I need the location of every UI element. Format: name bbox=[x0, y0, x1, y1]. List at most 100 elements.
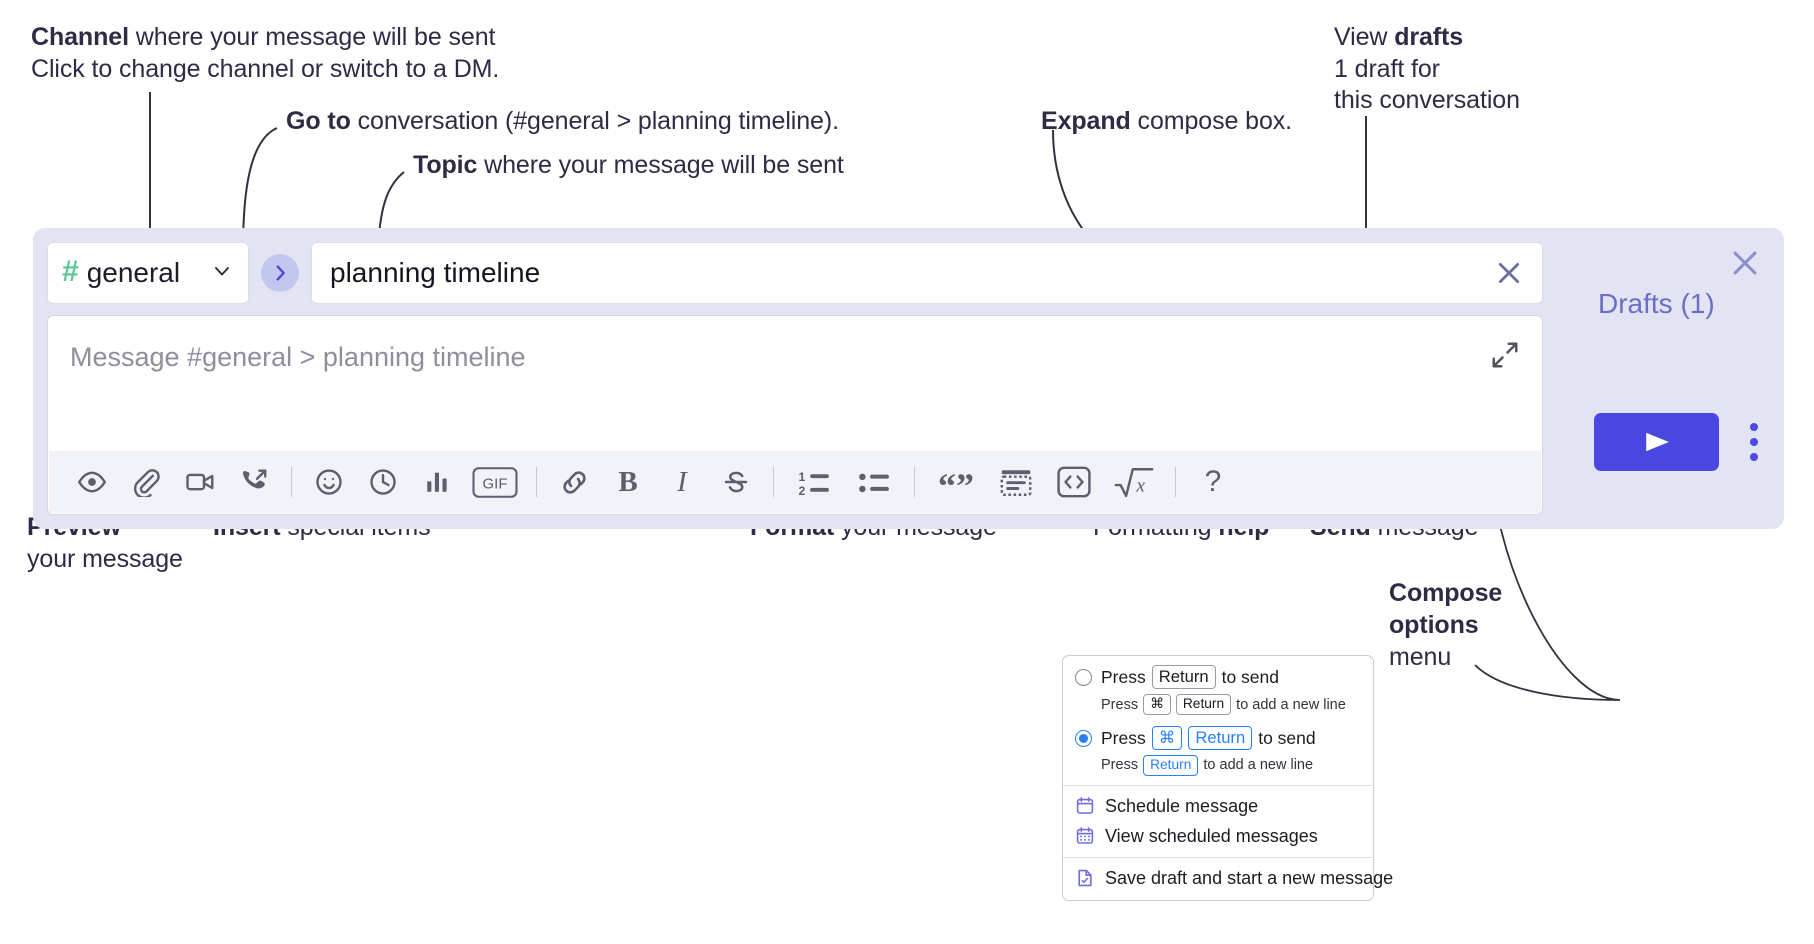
calendar-grid-icon bbox=[1076, 827, 1094, 845]
ordered-list-button[interactable]: 1 2 bbox=[784, 459, 844, 505]
kebab-dot bbox=[1750, 423, 1758, 431]
annotation-drafts-italic1: 1 draft for bbox=[1334, 55, 1440, 83]
goto-conversation-button[interactable] bbox=[261, 254, 299, 292]
key-return: Return bbox=[1143, 755, 1199, 776]
attachment-icon bbox=[133, 469, 160, 497]
attach-file-button[interactable] bbox=[119, 459, 173, 505]
link-button[interactable] bbox=[547, 459, 601, 505]
bold-button[interactable]: B bbox=[601, 459, 655, 505]
close-icon bbox=[1733, 251, 1757, 275]
inline-code-button[interactable] bbox=[1045, 459, 1103, 505]
strikethrough-button[interactable] bbox=[709, 459, 763, 505]
clear-topic-button[interactable] bbox=[1492, 256, 1526, 290]
message-placeholder: Message #general > planning timeline bbox=[70, 342, 526, 372]
option-1-main-pre: Press bbox=[1101, 666, 1146, 687]
poll-button[interactable] bbox=[410, 459, 464, 505]
italic-button[interactable]: I bbox=[655, 459, 709, 505]
annotation-drafts-sub1: 1 draft for bbox=[1334, 54, 1440, 86]
annotation-preview-sub: your message bbox=[27, 544, 183, 576]
send-shortcut-option-1[interactable]: Press Return to send Press ⌘ Return to a… bbox=[1063, 656, 1373, 724]
gif-icon: GIF bbox=[472, 466, 518, 498]
key-command: ⌘ bbox=[1143, 694, 1171, 715]
poll-icon bbox=[427, 472, 447, 492]
chevron-right-icon bbox=[276, 265, 285, 281]
annotation-compose-options-rest: menu bbox=[1389, 643, 1452, 671]
send-icon bbox=[1645, 432, 1669, 452]
link-icon bbox=[562, 470, 586, 494]
code-block-button[interactable] bbox=[987, 459, 1045, 505]
emoji-button[interactable] bbox=[302, 459, 356, 505]
annotation-drafts-lead: View bbox=[1334, 23, 1395, 51]
emoji-icon bbox=[316, 469, 342, 495]
hash-icon: # bbox=[62, 255, 79, 288]
annotation-expand-rest: compose box. bbox=[1130, 107, 1293, 135]
key-return: Return bbox=[1151, 665, 1216, 690]
send-shortcut-option-2[interactable]: Press ⌘ Return to send Press Return to a… bbox=[1063, 724, 1373, 785]
menu-item-label: Save draft and start a new message bbox=[1105, 867, 1394, 888]
strikethrough-icon bbox=[724, 471, 748, 493]
radio-button-selected[interactable] bbox=[1075, 729, 1092, 747]
audio-clip-button[interactable] bbox=[227, 459, 281, 505]
option-1-sub-pre: Press bbox=[1101, 696, 1139, 713]
annotation-channel-sub: Click to change channel or switch to a D… bbox=[31, 54, 499, 86]
menu-item-view-scheduled-messages[interactable]: View scheduled messages bbox=[1063, 824, 1373, 857]
topic-input[interactable]: planning timeline bbox=[311, 242, 1543, 304]
key-return: Return bbox=[1188, 725, 1253, 751]
compose-options-button[interactable] bbox=[1739, 414, 1769, 470]
kebab-dot bbox=[1750, 438, 1758, 446]
option-1-sub-post: to add a new line bbox=[1236, 696, 1346, 713]
menu-item-schedule-message[interactable]: Schedule message bbox=[1063, 786, 1373, 824]
annotation-drafts: View drafts bbox=[1334, 22, 1463, 54]
schedule-button[interactable] bbox=[356, 459, 410, 505]
bulleted-list-button[interactable] bbox=[844, 459, 904, 505]
menu-divider bbox=[1063, 784, 1373, 786]
formatting-help-button[interactable]: ? bbox=[1186, 459, 1240, 505]
gif-button[interactable]: GIF bbox=[464, 459, 526, 505]
toolbar-separator bbox=[773, 467, 774, 497]
option-1-main-post: to send bbox=[1221, 666, 1279, 687]
annotation-expand-bold: Expand bbox=[1041, 107, 1131, 135]
chevron-down-icon bbox=[210, 259, 234, 288]
annotation-goto-bold: Go to bbox=[286, 107, 351, 135]
toolbar-separator bbox=[536, 467, 537, 497]
kebab-dot bbox=[1750, 453, 1758, 461]
save-draft-icon bbox=[1078, 870, 1092, 887]
message-input-area[interactable]: Message #general > planning timeline bbox=[47, 315, 1543, 515]
formatting-toolbar: GIF B I bbox=[49, 451, 1541, 513]
latex-button[interactable]: x bbox=[1103, 459, 1165, 505]
audio-call-icon bbox=[243, 469, 267, 489]
annotation-topic-bold: Topic bbox=[413, 151, 478, 179]
channel-name-label: general bbox=[86, 257, 181, 288]
expand-compose-button[interactable] bbox=[1490, 340, 1524, 374]
clock-icon bbox=[370, 469, 396, 495]
menu-item-save-draft[interactable]: Save draft and start a new message bbox=[1063, 858, 1393, 900]
key-return: Return bbox=[1175, 694, 1232, 715]
svg-text:x: x bbox=[1135, 476, 1145, 497]
blockquote-button[interactable]: “” bbox=[925, 459, 987, 505]
annotation-drafts-italic2: this conversation bbox=[1334, 86, 1520, 114]
send-button[interactable] bbox=[1594, 413, 1719, 471]
compose-options-menu: Press Return to send Press ⌘ Return to a… bbox=[1062, 655, 1393, 901]
svg-text:1: 1 bbox=[799, 470, 806, 484]
preview-icon bbox=[77, 471, 107, 493]
annotation-drafts-sub2: this conversation bbox=[1334, 85, 1520, 117]
option-2-sub-post: to add a new line bbox=[1203, 757, 1314, 774]
inline-code-icon bbox=[1057, 466, 1091, 498]
option-2-main-pre: Press bbox=[1101, 727, 1146, 748]
key-command: ⌘ bbox=[1151, 725, 1183, 751]
radio-button[interactable] bbox=[1075, 668, 1092, 686]
option-2-main-post: to send bbox=[1258, 727, 1316, 748]
annotation-channel-bold: Channel bbox=[31, 23, 129, 51]
topic-value: planning timeline bbox=[330, 257, 541, 288]
annotation-goto: Go to conversation (#general > planning … bbox=[286, 106, 839, 138]
drafts-link[interactable]: Drafts (1) bbox=[1598, 288, 1715, 319]
annotation-expand: Expand compose box. bbox=[1041, 106, 1292, 138]
annotation-drafts-bold: drafts bbox=[1394, 23, 1464, 51]
video-clip-button[interactable] bbox=[173, 459, 227, 505]
preview-button[interactable] bbox=[65, 459, 119, 505]
menu-item-label: Schedule message bbox=[1105, 795, 1259, 816]
annotation-compose-options-2: options bbox=[1389, 610, 1479, 642]
close-compose-button[interactable] bbox=[1728, 246, 1762, 280]
channel-selector[interactable]: # general bbox=[47, 242, 249, 304]
annotation-topic-rest: where your message will be sent bbox=[477, 151, 844, 179]
